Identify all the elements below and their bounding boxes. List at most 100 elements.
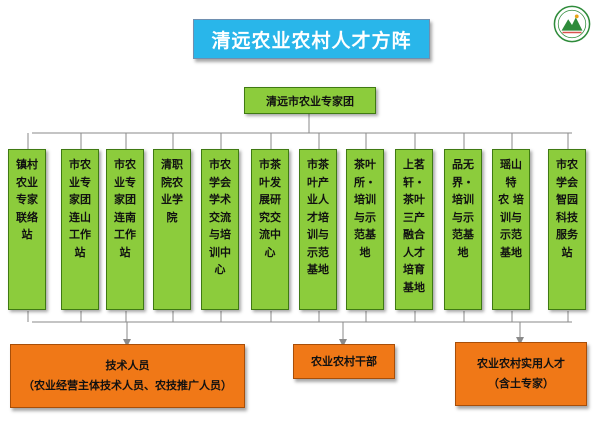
unit-column-line: 与示 xyxy=(452,210,474,224)
unit-column-2: 市农业专家团连山工作站 xyxy=(61,149,99,310)
unit-column-7: 市茶叶产业人才培训与示范基地 xyxy=(299,149,337,310)
unit-column-line: 站 xyxy=(561,245,573,259)
unit-column-line: 家团 xyxy=(114,193,136,206)
page-title: 清远农业农村人才方阵 xyxy=(211,29,412,52)
unit-column-line: 与示 xyxy=(354,210,376,224)
unit-column-line: 地 xyxy=(457,245,469,259)
expert-group-box: 清远市农业专家团 xyxy=(244,87,376,114)
unit-column-line: 人才 xyxy=(403,245,425,259)
unit-column-12: 市农学会智园科技服务站 xyxy=(548,149,586,310)
unit-column-line: 培育 xyxy=(403,263,425,276)
unit-column-3: 市农业专家团连南工作站 xyxy=(106,149,144,310)
unit-column-line: 瑶山 xyxy=(500,158,522,171)
unit-column-line: 联络 xyxy=(16,210,38,224)
unit-column-line: 镇村 xyxy=(16,158,38,171)
unit-column-line: 交流 xyxy=(209,210,231,224)
output-practical-title: 农业农村实用人才 xyxy=(477,357,565,370)
unit-column-line: 站 xyxy=(21,228,33,241)
unit-column-4: 清职院农业学院 xyxy=(153,149,191,310)
bottom-rises xyxy=(27,311,569,322)
unit-column-1: 镇村农业专家联络站 xyxy=(8,149,46,310)
unit-column-line: 市茶 xyxy=(259,158,281,171)
unit-column-line: 智园 xyxy=(556,193,578,206)
unit-column-line: 学会 xyxy=(556,175,578,189)
unit-column-line: 专家 xyxy=(16,193,38,206)
unit-column-line: 基地 xyxy=(307,263,329,276)
unit-column-line: 茶叶 xyxy=(354,158,376,171)
unit-column-10: 品无界・培训与示范基地 xyxy=(444,149,482,310)
unit-column-line: 地 xyxy=(359,245,371,259)
unit-column-line: 工作 xyxy=(114,228,136,241)
unit-column-line: 业专 xyxy=(69,175,91,189)
unit-column-line: 界・ xyxy=(452,175,474,189)
top-drops xyxy=(27,133,569,149)
unit-column-line: 培训 xyxy=(354,193,376,206)
output-cadres-title: 农业农村干部 xyxy=(311,354,377,368)
unit-column-line: 站 xyxy=(119,245,131,259)
unit-column-line: 市农 xyxy=(114,158,136,171)
unit-column-line: 业学 xyxy=(161,193,183,206)
unit-column-line: 市农 xyxy=(209,158,231,171)
unit-column-line: 示范 xyxy=(500,228,522,241)
unit-column-line: 清职 xyxy=(161,158,183,171)
unit-column-line: 才培 xyxy=(307,210,329,224)
unit-column-line: 展研 xyxy=(259,193,281,206)
unit-column-line: 特 xyxy=(505,175,517,189)
unit-column-line: 范基 xyxy=(354,228,376,241)
unit-column-9: 上茗轩・茶叶三产融合人才培育基地 xyxy=(395,149,433,310)
unit-column-line: 基地 xyxy=(403,280,425,294)
unit-column-line: 农业 xyxy=(16,175,38,189)
output-tech-subtitle: （农业经营主体技术人员、农技推广人员） xyxy=(23,379,232,392)
unit-column-line: 流中 xyxy=(259,228,281,241)
unit-column-line: 院 xyxy=(166,210,178,224)
unit-column-line: 连山 xyxy=(69,210,91,224)
unit-column-line: 叶发 xyxy=(259,175,281,189)
unit-column-line: 心 xyxy=(214,263,226,276)
unit-column-5: 市农学会学术交流与培训中心 xyxy=(201,149,239,310)
unit-column-6: 市茶叶发展研究交流中心 xyxy=(251,149,289,310)
unit-column-line: 市农 xyxy=(556,158,578,171)
title-banner: 清远农业农村人才方阵 xyxy=(193,19,430,59)
unit-column-line: 训中 xyxy=(209,245,231,259)
output-practical-subtitle: （含土专家） xyxy=(488,377,554,390)
unit-column-line: 站 xyxy=(74,245,86,259)
unit-column-line: 业人 xyxy=(307,193,329,206)
unit-column-line: 学会 xyxy=(209,175,231,189)
output-cadres: 农业农村干部 xyxy=(293,344,395,379)
unit-column-line: 上茗 xyxy=(403,158,425,171)
unit-column-line: 训与 xyxy=(500,210,522,224)
unit-column-line: 工作 xyxy=(69,228,91,241)
unit-column-11: 瑶山特农 培训与示范基地 xyxy=(492,149,530,310)
unit-column-line: 三产 xyxy=(403,210,425,224)
unit-column-line: 连南 xyxy=(114,210,136,224)
unit-column-line: 农 培 xyxy=(498,193,524,206)
unit-column-line: 茶叶 xyxy=(403,193,425,206)
unit-column-line: 究交 xyxy=(259,210,281,224)
output-tech-staff: 技术人员 （农业经营主体技术人员、农技推广人员） xyxy=(10,344,245,408)
unit-column-line: 业专 xyxy=(114,175,136,189)
unit-column-line: 叶产 xyxy=(307,175,329,189)
output-practical-talent: 农业农村实用人才 （含土专家） xyxy=(455,342,587,406)
unit-column-line: 心 xyxy=(264,245,276,259)
unit-column-line: 培训 xyxy=(452,193,474,206)
unit-column-line: 融合 xyxy=(403,228,425,241)
unit-column-line: 轩・ xyxy=(403,175,425,189)
unit-column-line: 品无 xyxy=(452,158,474,171)
unit-column-line: 基地 xyxy=(500,245,522,259)
unit-column-line: 服务 xyxy=(556,228,578,241)
unit-column-line: 市茶 xyxy=(307,158,329,171)
unit-column-line: 家团 xyxy=(69,193,91,206)
unit-column-8: 茶叶所・培训与示范基地 xyxy=(346,149,384,310)
unit-column-line: 市农 xyxy=(69,158,91,171)
output-tech-title: 技术人员 xyxy=(105,359,150,372)
unit-column-line: 院农 xyxy=(161,175,183,189)
unit-column-line: 所・ xyxy=(354,175,376,189)
unit-column-line: 科技 xyxy=(556,210,578,224)
unit-column-line: 范基 xyxy=(452,228,474,241)
expert-group-label: 清远市农业专家团 xyxy=(266,94,354,108)
unit-column-line: 训与 xyxy=(307,228,329,241)
emblem-logo-icon xyxy=(553,5,591,43)
unit-column-line: 学术 xyxy=(209,193,231,206)
unit-column-line: 示范 xyxy=(307,245,329,259)
